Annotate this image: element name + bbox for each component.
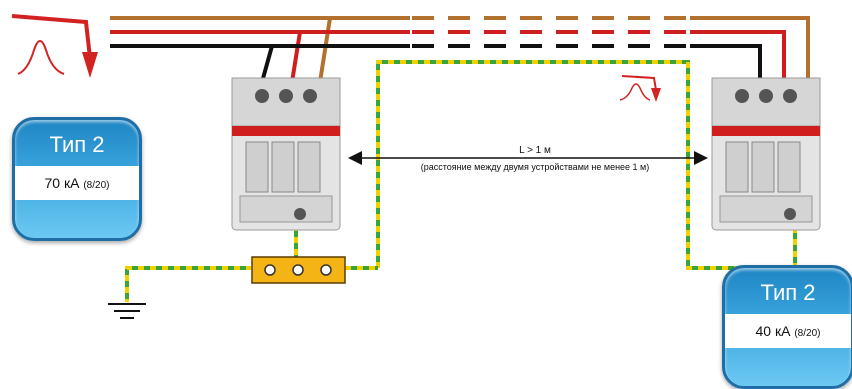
distance-note: (расстояние между двумя устройствами не … [420, 162, 650, 172]
distance-label: L > 1 м [519, 145, 551, 156]
residual-surge-icon [619, 75, 661, 102]
incoming-surge-icon [11, 14, 98, 78]
phase-conductors [110, 16, 810, 83]
surge-protector-left [231, 77, 341, 231]
surge-protector-right [711, 77, 821, 231]
distance-arrow-icon [348, 151, 708, 165]
ground-terminal-bar [251, 256, 346, 284]
badge-rating: 40 кА (8/20) [725, 314, 851, 348]
earth-conductors [125, 60, 797, 302]
badge-rating: 70 кА (8/20) [15, 166, 139, 200]
rating-value: 70 кА [44, 175, 80, 191]
rating-suffix: (8/20) [794, 328, 821, 339]
rating-value: 40 кА [755, 323, 791, 339]
badge-title: Тип 2 [760, 280, 816, 305]
ground-icon [108, 303, 146, 319]
type2-badge-left: Тип 2 70 кА (8/20) [12, 117, 142, 241]
type2-badge-right: Тип 2 40 кА (8/20) [722, 265, 852, 389]
badge-title: Тип 2 [49, 132, 105, 157]
rating-suffix: (8/20) [83, 180, 110, 191]
